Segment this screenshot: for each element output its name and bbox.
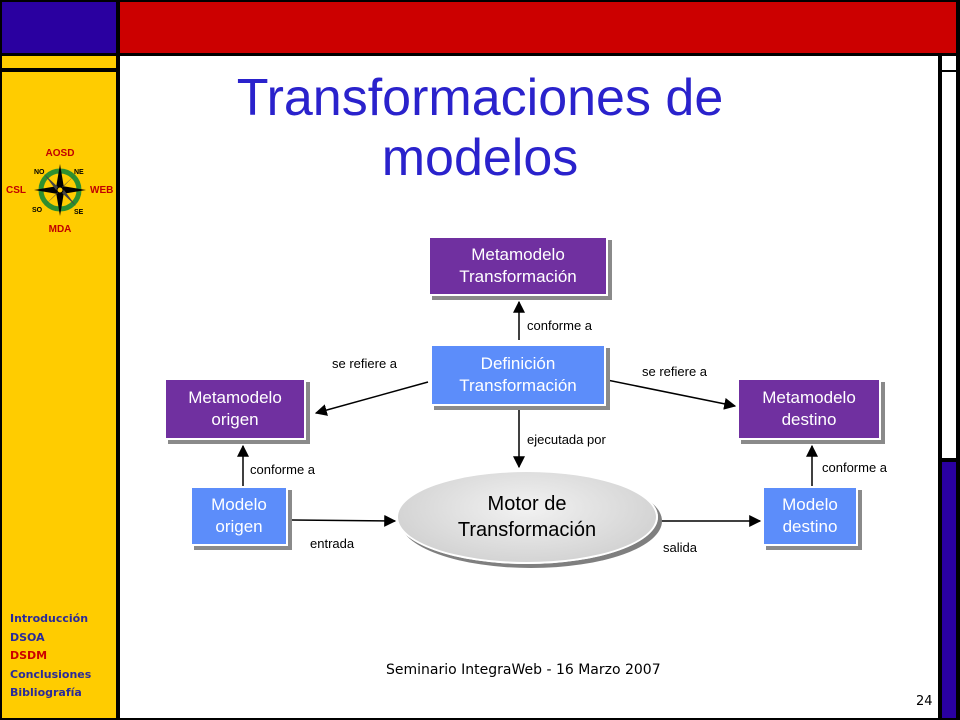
top-left-block xyxy=(2,2,116,53)
label-ejecutada-por: ejecutada por xyxy=(527,432,606,447)
node-metamodelo-transformacion: Metamodelo Transformación xyxy=(428,236,608,296)
title-line-2: modelos xyxy=(381,129,579,187)
node-modelo-origen: Modelo origen xyxy=(190,486,288,546)
node-label: Modelo xyxy=(782,495,838,514)
node-metamodelo-origen: Metamodelo origen xyxy=(164,378,306,440)
node-definicion-transformacion: Definición Transformación xyxy=(430,344,606,406)
nav-item-dsoa[interactable]: DSOA xyxy=(10,630,45,644)
logo-bottom-text: MDA xyxy=(49,224,72,234)
logo-ne-text: NE xyxy=(74,169,84,176)
label-entrada: entrada xyxy=(310,536,355,551)
nav-item-dsdm[interactable]: DSDM xyxy=(10,649,48,662)
node-label: Metamodelo xyxy=(471,245,565,264)
logo-no-text: NO xyxy=(34,169,45,176)
aosd-compass-logo: AOSD MDA CSL WEB NO NE SO SE xyxy=(4,142,116,235)
title-line-1: Transformaciones de xyxy=(236,69,724,127)
node-label: origen xyxy=(211,410,259,429)
node-modelo-destino: Modelo destino xyxy=(762,486,858,546)
label-conforme-left: conforme a xyxy=(250,462,316,477)
label-conforme-top: conforme a xyxy=(527,318,593,333)
left-panel-top xyxy=(2,56,116,68)
slide-title: Transformaciones de modelos xyxy=(190,68,770,188)
node-metamodelo-destino: Metamodelo destino xyxy=(737,378,881,440)
label-salida: salida xyxy=(663,540,697,555)
logo-so-text: SO xyxy=(32,207,43,214)
slide-footer: Seminario IntegraWeb - 16 Marzo 2007 xyxy=(386,662,661,678)
node-label: Transformación xyxy=(459,267,577,286)
label-conforme-right: conforme a xyxy=(822,460,888,475)
node-label: destino xyxy=(781,410,837,429)
node-motor-transformacion: Motor de Transformación xyxy=(396,470,658,564)
node-label: Metamodelo xyxy=(188,388,282,407)
nav-item-introduccion[interactable]: Introducción xyxy=(10,612,89,625)
right-strip-blue xyxy=(942,462,956,718)
right-strip-white xyxy=(942,72,956,458)
node-label: Motor de xyxy=(487,493,567,515)
nav-item-conclusiones[interactable]: Conclusiones xyxy=(10,667,92,681)
right-corner-block xyxy=(942,56,956,70)
node-label: Transformación xyxy=(457,519,597,541)
label-se-refiere-left: se refiere a xyxy=(332,356,398,371)
node-label: Transformación xyxy=(459,376,577,395)
compass-icon: AOSD MDA CSL WEB NO NE SO SE xyxy=(6,148,113,235)
page-number: 24 xyxy=(916,694,933,709)
node-label: Modelo xyxy=(211,495,267,514)
node-label: Definición xyxy=(480,354,556,373)
logo-top-text: AOSD xyxy=(46,148,75,159)
label-se-refiere-right: se refiere a xyxy=(642,364,708,379)
node-label: Metamodelo xyxy=(762,388,856,407)
section-nav: Introducción DSOA DSDM Conclusiones Bibl… xyxy=(10,610,91,703)
nav-item-bibliografia[interactable]: Bibliografía xyxy=(10,686,82,699)
top-banner xyxy=(120,2,956,53)
logo-right-text: WEB xyxy=(90,185,113,196)
logo-se-text: SE xyxy=(74,209,84,216)
node-label: destino xyxy=(782,517,838,536)
logo-left-text: CSL xyxy=(6,185,26,196)
node-label: origen xyxy=(215,517,263,536)
